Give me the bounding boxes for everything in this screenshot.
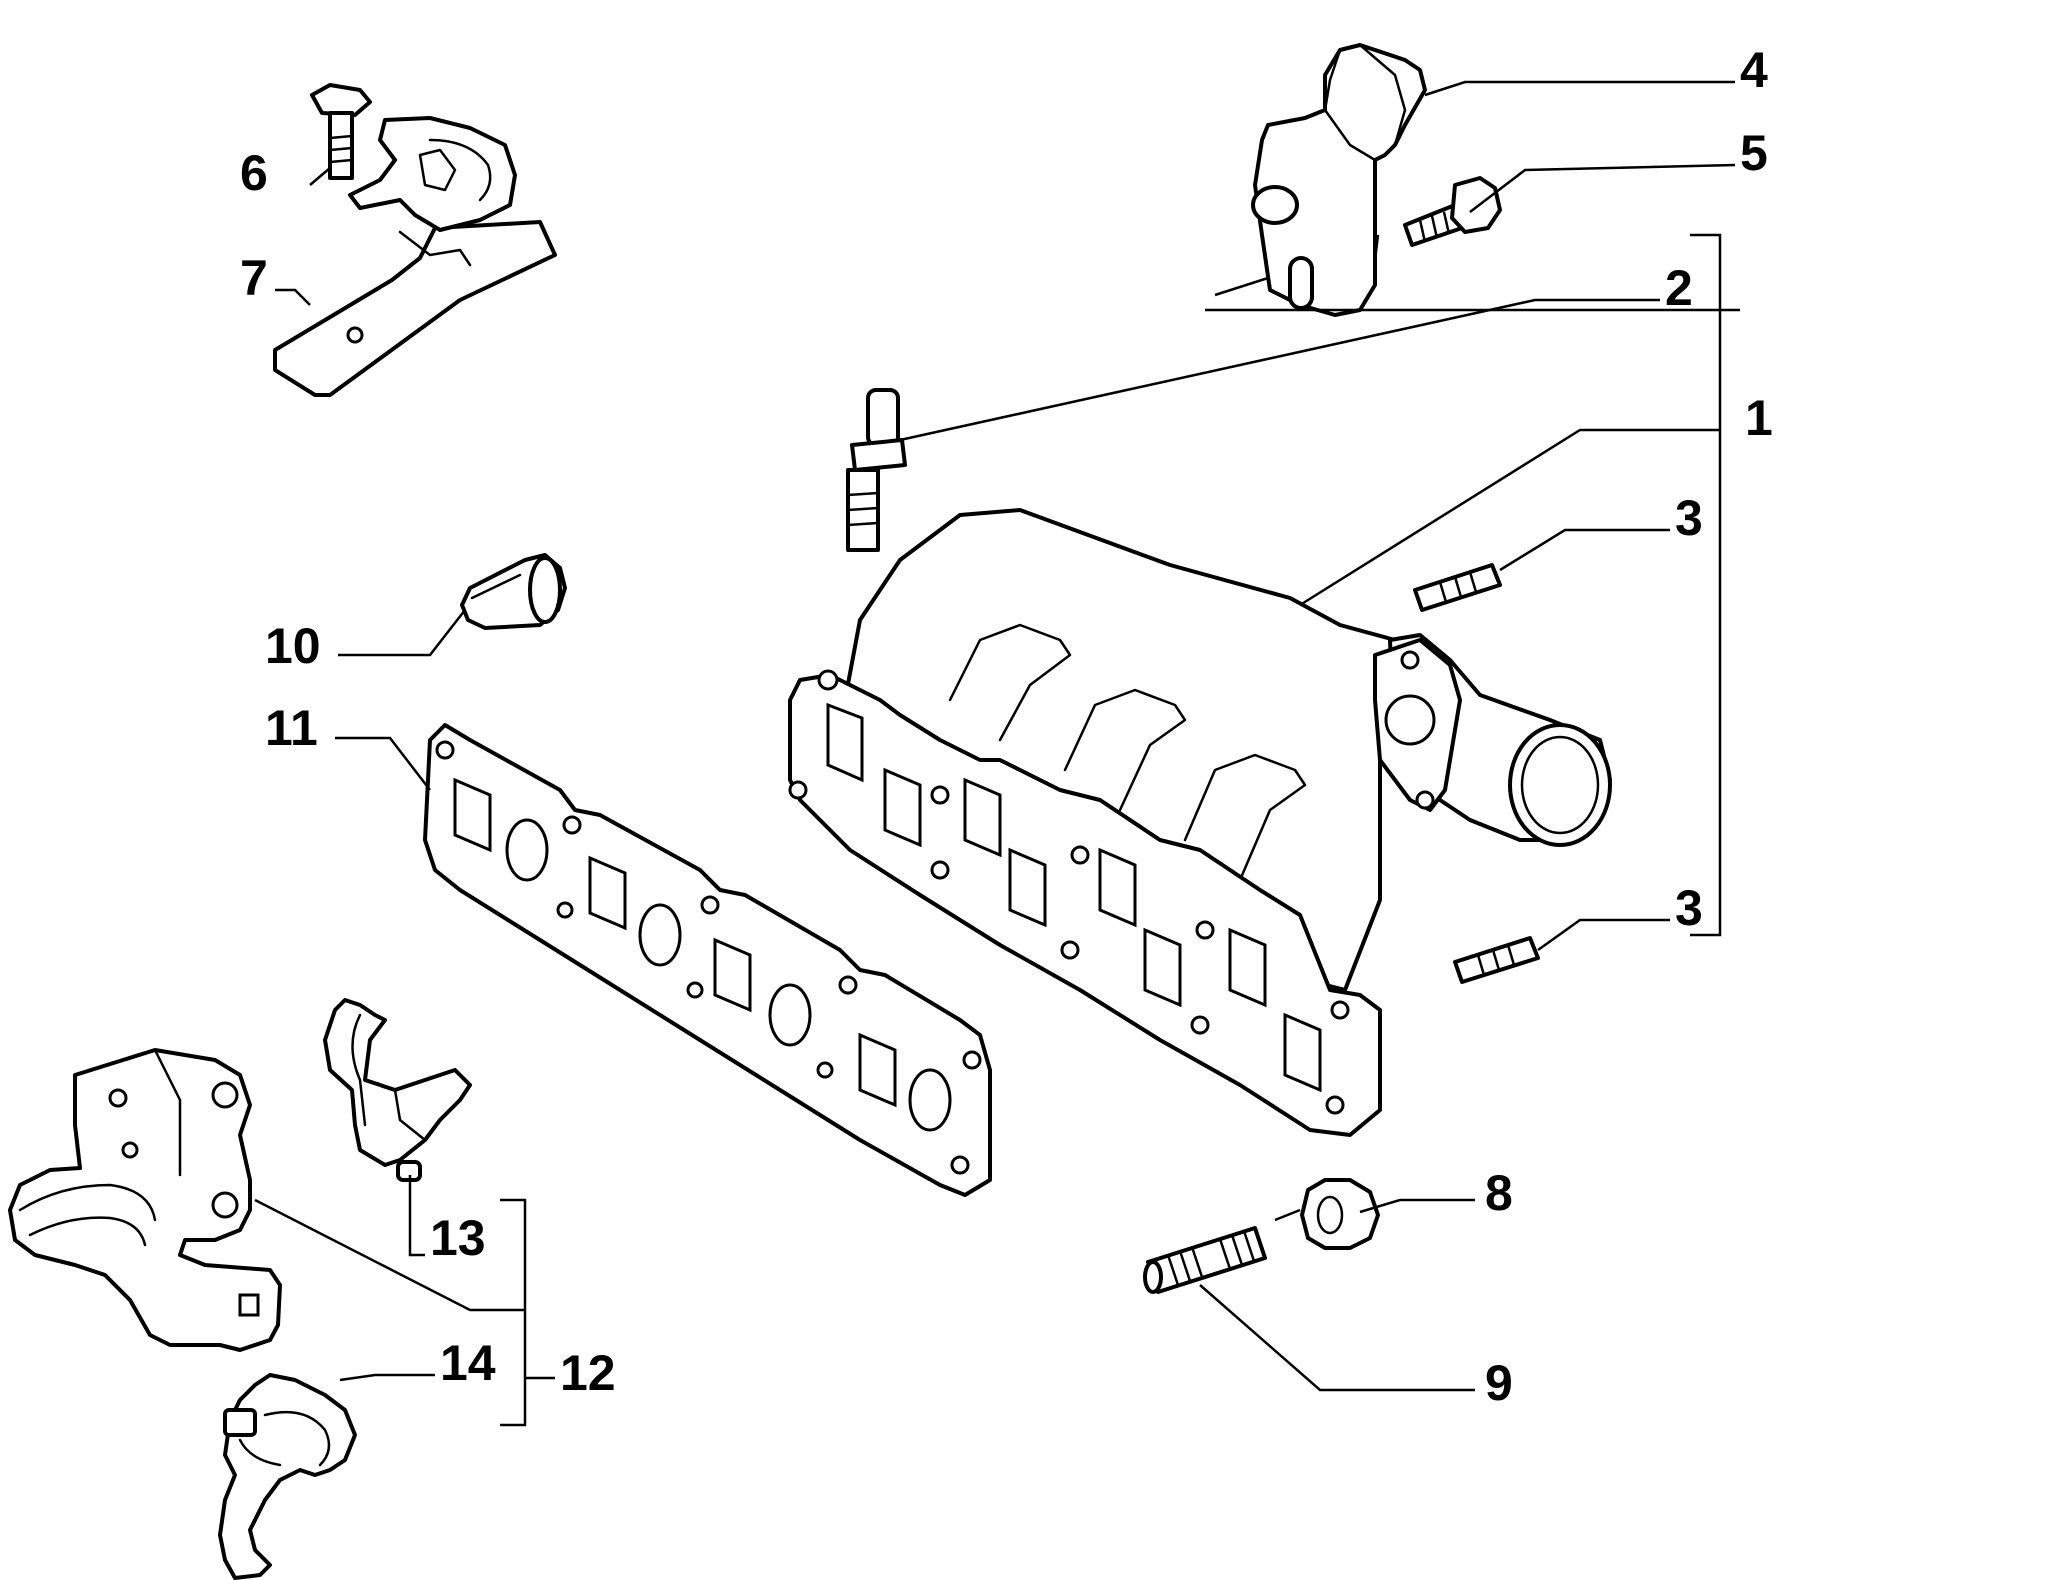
- part-bracket-assembly-12: [8, 1048, 282, 1352]
- callout-13: 13: [430, 1210, 486, 1266]
- leader-lines: [254, 80, 1740, 1427]
- callout-12: 12: [560, 1345, 616, 1401]
- part-clip-13: [323, 998, 472, 1182]
- part-nut-8: [1300, 1178, 1380, 1250]
- callout-14: 14: [440, 1335, 496, 1391]
- callout-labels: 1 2 3 3 4 5 6 7 8 9 10 11 12 13 14: [240, 42, 1773, 1411]
- part-sensor-4: [1251, 43, 1427, 317]
- callout-6: 6: [240, 145, 268, 201]
- part-screw-5: [1403, 176, 1502, 247]
- callout-7: 7: [240, 250, 268, 306]
- callout-5: 5: [1740, 125, 1768, 181]
- part-stud-9: [1143, 1226, 1267, 1294]
- callout-10: 10: [265, 618, 321, 674]
- part-gasket-11: [423, 723, 992, 1197]
- callout-4: 4: [1740, 42, 1768, 98]
- part-intake-manifold-1: [788, 508, 1612, 1137]
- callout-9: 9: [1485, 1355, 1513, 1411]
- part-bolt-6: [310, 83, 372, 180]
- part-stud-3a: [1413, 563, 1502, 612]
- callout-1: 1: [1745, 390, 1773, 446]
- part-clip-14: [218, 1373, 357, 1580]
- callout-2: 2: [1665, 260, 1693, 316]
- callout-11: 11: [265, 700, 318, 756]
- callout-8: 8: [1485, 1165, 1513, 1221]
- part-stud-2: [846, 388, 907, 552]
- part-bracket-7: [273, 116, 557, 397]
- part-plug-10: [460, 553, 567, 630]
- callout-3a: 3: [1675, 490, 1703, 546]
- callout-3b: 3: [1675, 880, 1703, 936]
- part-stud-3b: [1453, 936, 1540, 984]
